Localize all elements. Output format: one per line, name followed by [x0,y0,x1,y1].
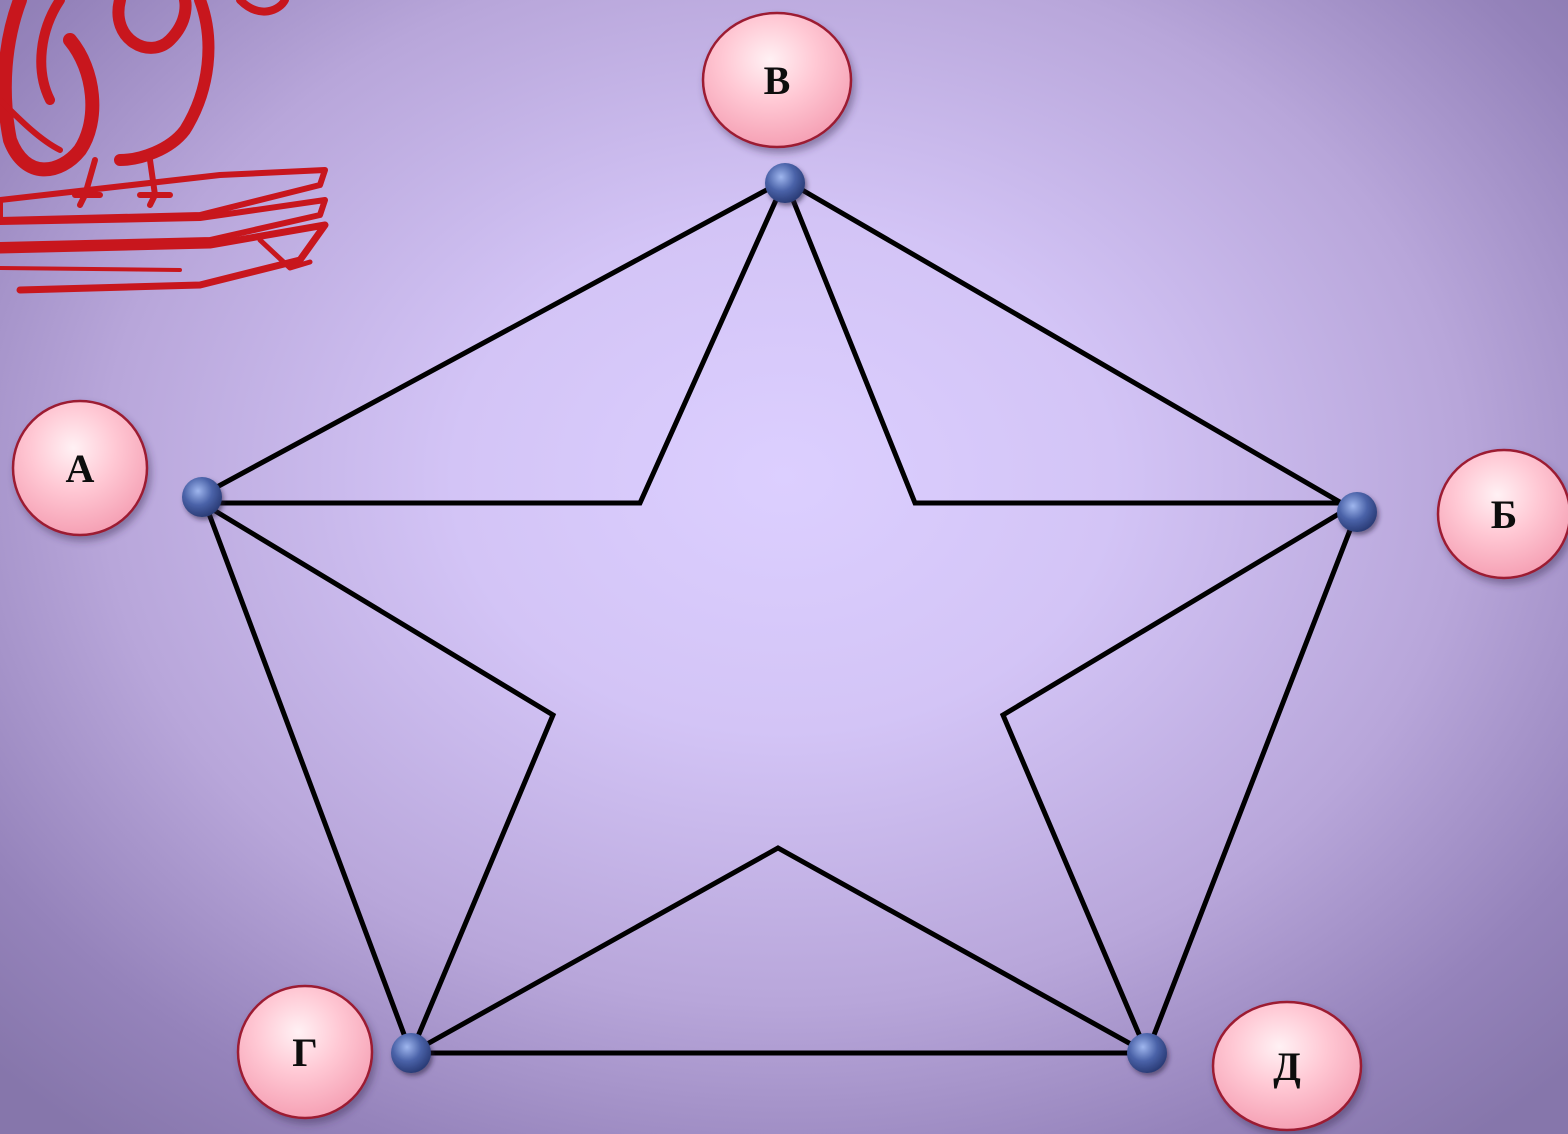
vertex-label-bottom-left: Г [292,1030,317,1075]
vertex-dots [182,163,1377,1073]
vertex-label-top-bubble: В [701,11,853,149]
vertex-label-left-bubble: А [11,399,149,537]
vertex-dot-right [1337,492,1377,532]
vertex-dot-bottom-right [1127,1033,1167,1073]
vertex-dot-top [765,163,805,203]
vertex-label-bottom-right-bubble: Д [1211,1000,1363,1132]
star-outline [193,173,1367,1059]
pentagon-outline [198,177,1361,1056]
vertex-label-bottom-right: Д [1273,1044,1301,1089]
vertex-label-left: А [66,446,95,491]
vertex-label-right-bubble: Б [1436,448,1568,580]
vertex-label-right: Б [1491,492,1517,537]
red-bird-on-books-icon [0,0,329,294]
vertex-dot-bottom-left [391,1033,431,1073]
vertex-label-bottom-left-bubble: Г [236,984,374,1120]
vertex-label-top: В [764,58,791,103]
vertex-dot-left [182,477,222,517]
